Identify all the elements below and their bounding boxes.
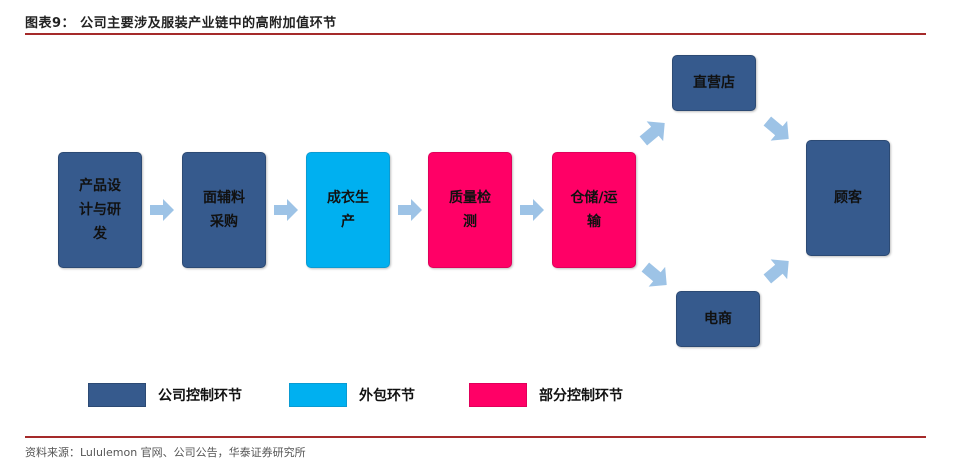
- legend-swatch-outsourced: [289, 383, 347, 407]
- node-design: 产品设计与研发: [58, 152, 142, 268]
- arrow-right-icon: [150, 198, 174, 222]
- node-materials-label: 面辅料采购: [203, 190, 245, 230]
- source-note: 资料来源：Lululemon 官网、公司公告，华泰证券研究所: [25, 446, 306, 459]
- arrow-right-icon: [274, 198, 298, 222]
- node-ecommerce-label: 电商: [704, 311, 732, 327]
- arrow-right-icon: [398, 198, 422, 222]
- node-qc: 质量检测: [428, 152, 512, 268]
- legend-label-outsourced: 外包环节: [359, 388, 415, 404]
- node-garment: 成衣生产: [306, 152, 390, 268]
- arrow-down-right-icon: [758, 110, 797, 149]
- arrow-down-right-icon: [636, 256, 675, 295]
- node-customer: 顾客: [806, 140, 890, 256]
- legend-label-partial-control: 部分控制环节: [539, 388, 623, 404]
- node-logistics-label: 仓储/运输: [570, 190, 618, 230]
- node-customer-label: 顾客: [834, 190, 862, 206]
- figure-title: 图表9： 公司主要涉及服装产业链中的高附加值环节: [25, 16, 337, 31]
- arrow-right-icon: [520, 198, 544, 222]
- node-garment-label: 成衣生产: [327, 190, 369, 230]
- source-rule: [25, 436, 926, 438]
- arrow-up-right-icon: [634, 112, 673, 151]
- node-ecommerce: 电商: [676, 291, 760, 347]
- node-qc-label: 质量检测: [449, 190, 491, 230]
- title-rule: [25, 33, 926, 35]
- node-retail-label: 直营店: [693, 75, 735, 91]
- arrow-up-right-icon: [758, 250, 797, 289]
- node-logistics: 仓储/运输: [552, 152, 636, 268]
- node-materials: 面辅料采购: [182, 152, 266, 268]
- legend-swatch-partial-control: [469, 383, 527, 407]
- node-design-label: 产品设计与研发: [79, 178, 121, 242]
- node-retail: 直营店: [672, 55, 756, 111]
- legend-label-company-control: 公司控制环节: [158, 388, 242, 404]
- legend-swatch-company-control: [88, 383, 146, 407]
